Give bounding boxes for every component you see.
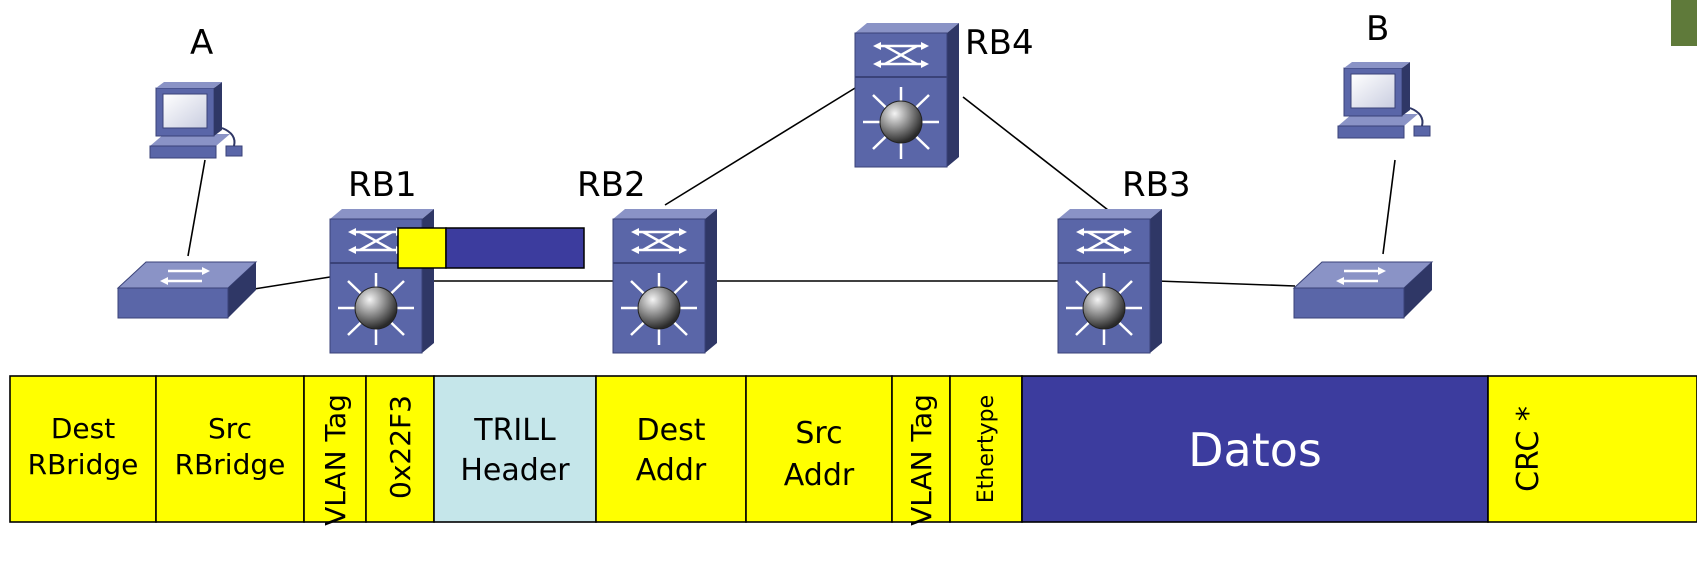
rb3-switch-icon: [1056, 207, 1164, 355]
corner-tab: [1671, 0, 1697, 46]
outer-vlan-tag-label: VLAN Tag: [319, 394, 352, 526]
field-crc: [1487, 375, 1697, 523]
dest-rbridge-line1: Dest: [51, 412, 115, 445]
src-rbridge-line2: RBridge: [175, 448, 286, 481]
dest-addr-line1: Dest: [637, 413, 706, 448]
field-ethertype: [949, 375, 1023, 523]
field-inner-vlan-tag: [891, 375, 951, 523]
src-addr-line2: Addr: [784, 458, 855, 493]
ethertype-label: Ethertype: [974, 395, 999, 503]
field-dest-addr: [595, 375, 747, 523]
src-addr-line1: Src: [795, 416, 842, 451]
inner-vlan-tag-label: VLAN Tag: [905, 394, 938, 526]
host-b-pc-icon: [1337, 61, 1431, 139]
host-a-pc-icon: [149, 81, 243, 159]
trill-header-line2: Header: [460, 453, 570, 488]
trill-frame-format: Dest RBridge Src RBridge TRILL Header De…: [9, 375, 1697, 526]
network-links: [187, 84, 1396, 290]
field-datos: [1021, 375, 1489, 523]
field-trill-header: [433, 375, 597, 523]
transit-frame-payload: [445, 227, 585, 269]
rb3-label: RB3: [1122, 165, 1191, 205]
rb1-label: RB1: [348, 165, 417, 205]
rb2-switch-icon: [611, 207, 719, 355]
ethertype-value-label: 0x22F3: [384, 395, 417, 499]
field-dest-rbridge: [9, 375, 157, 523]
datos-label: Datos: [1188, 423, 1322, 477]
host-b-label: B: [1366, 9, 1389, 49]
trill-header-line1: TRILL: [473, 413, 556, 448]
field-src-rbridge: [155, 375, 305, 523]
rb4-switch-icon: [853, 21, 961, 169]
crc-label: CRC *: [1511, 406, 1546, 492]
transit-frame-header: [397, 227, 447, 269]
dest-rbridge-line2: RBridge: [28, 448, 139, 481]
left-l2-switch-icon: [116, 260, 258, 320]
dest-addr-line2: Addr: [636, 453, 707, 488]
right-l2-switch-icon: [1292, 260, 1434, 320]
rb4-label: RB4: [965, 23, 1034, 63]
host-a-label: A: [190, 23, 213, 63]
rb2-label: RB2: [577, 165, 646, 205]
src-rbridge-line1: Src: [208, 412, 252, 445]
